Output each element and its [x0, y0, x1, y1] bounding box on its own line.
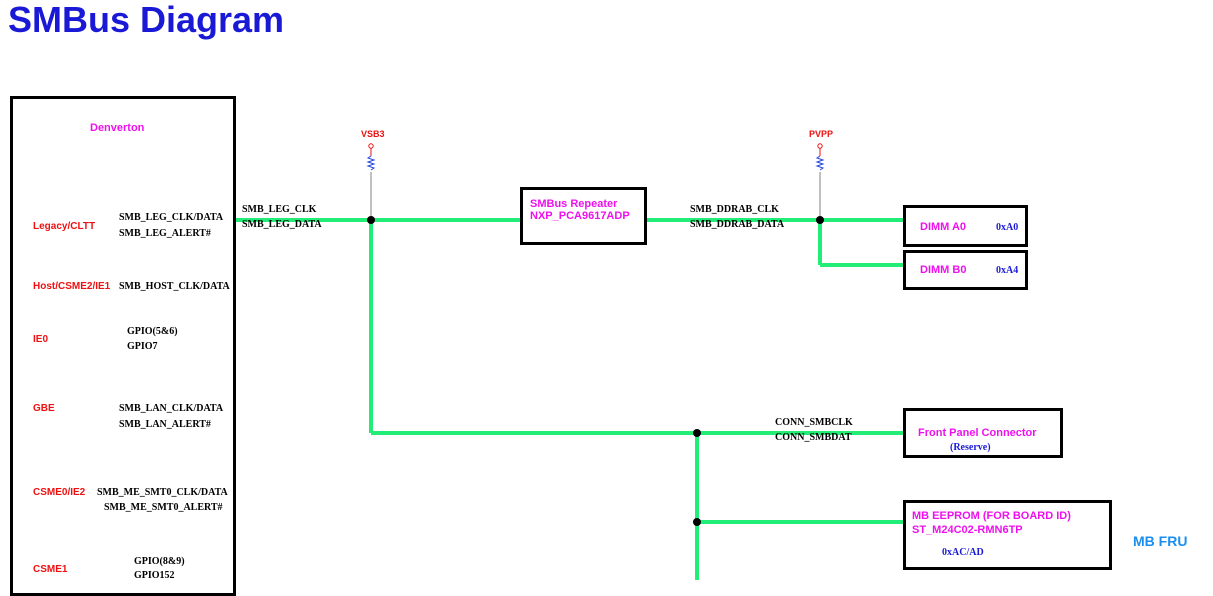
repeater-block	[520, 187, 647, 245]
port-label-csme1: CSME1	[33, 564, 68, 575]
mb-fru-label: MB FRU	[1133, 533, 1188, 549]
port-signal: SMB_LEG_CLK/DATA	[119, 212, 224, 223]
junction-dot	[693, 429, 701, 437]
net-label-leg-data: SMB_LEG_DATA	[242, 219, 322, 230]
net-label-conn-clk: CONN_SMBCLK	[775, 417, 853, 428]
dimm-b0-addr: 0xA4	[996, 265, 1019, 276]
eeprom-line1: MB EEPROM (FOR BOARD ID)	[912, 510, 1071, 522]
wiring-layer	[235, 143, 903, 580]
power-label-pvpp: PVPP	[809, 129, 834, 139]
port-signal: SMB_LAN_CLK/DATA	[119, 403, 224, 414]
port-label-legacy: Legacy/CLTT	[33, 221, 96, 232]
front-panel-note: (Reserve)	[950, 442, 991, 453]
dimm-a0-block	[903, 205, 1028, 247]
port-signal: SMB_ME_SMT0_ALERT#	[104, 502, 223, 513]
port-signal: GPIO7	[127, 341, 158, 352]
port-label-ie0: IE0	[33, 334, 49, 345]
net-label-leg-clk: SMB_LEG_CLK	[242, 204, 317, 215]
vsb3-terminal-icon	[368, 143, 374, 149]
port-signal: SMB_HOST_CLK/DATA	[119, 281, 230, 292]
port-signal: SMB_LEG_ALERT#	[119, 228, 211, 239]
port-label-host: Host/CSME2/IE1	[33, 281, 111, 292]
port-signal: SMB_LAN_ALERT#	[119, 419, 211, 430]
dimm-a0-addr: 0xA0	[996, 222, 1019, 233]
dimm-b0-name: DIMM B0	[920, 264, 967, 276]
eeprom-addr: 0xAC/AD	[942, 547, 984, 558]
port-label-csme0: CSME0/IE2	[33, 487, 86, 498]
front-panel-name: Front Panel Connector	[918, 427, 1037, 439]
port-signal: GPIO(8&9)	[134, 556, 185, 567]
repeater-line2: NXP_PCA9617ADP	[530, 210, 630, 222]
junction-dot	[693, 518, 701, 526]
dimm-a0-name: DIMM A0	[920, 221, 967, 233]
eeprom-line2: ST_M24C02-RMN6TP	[912, 524, 1023, 536]
junction-dot	[816, 216, 824, 224]
pvpp-resistor-icon	[815, 155, 825, 171]
pvpp-terminal-icon	[817, 143, 823, 149]
net-label-ddrab-data: SMB_DDRAB_DATA	[690, 219, 785, 230]
port-signal: GPIO152	[134, 570, 175, 581]
junction-dot	[367, 216, 375, 224]
soc-name: Denverton	[90, 122, 145, 134]
power-label-vsb3: VSB3	[361, 129, 385, 139]
port-label-gbe: GBE	[33, 403, 55, 414]
soc-block	[10, 96, 236, 596]
port-signal: SMB_ME_SMT0_CLK/DATA	[97, 487, 228, 498]
page-title: SMBus Diagram	[8, 0, 285, 40]
port-signal: GPIO(5&6)	[127, 326, 178, 337]
vsb3-resistor-icon	[366, 155, 376, 171]
eeprom-block	[903, 500, 1112, 570]
net-label-conn-dat: CONN_SMBDAT	[775, 432, 852, 443]
front-panel-block	[903, 408, 1063, 458]
dimm-b0-block	[903, 250, 1028, 290]
net-label-ddrab-clk: SMB_DDRAB_CLK	[690, 204, 779, 215]
repeater-line1: SMBus Repeater	[530, 198, 618, 210]
